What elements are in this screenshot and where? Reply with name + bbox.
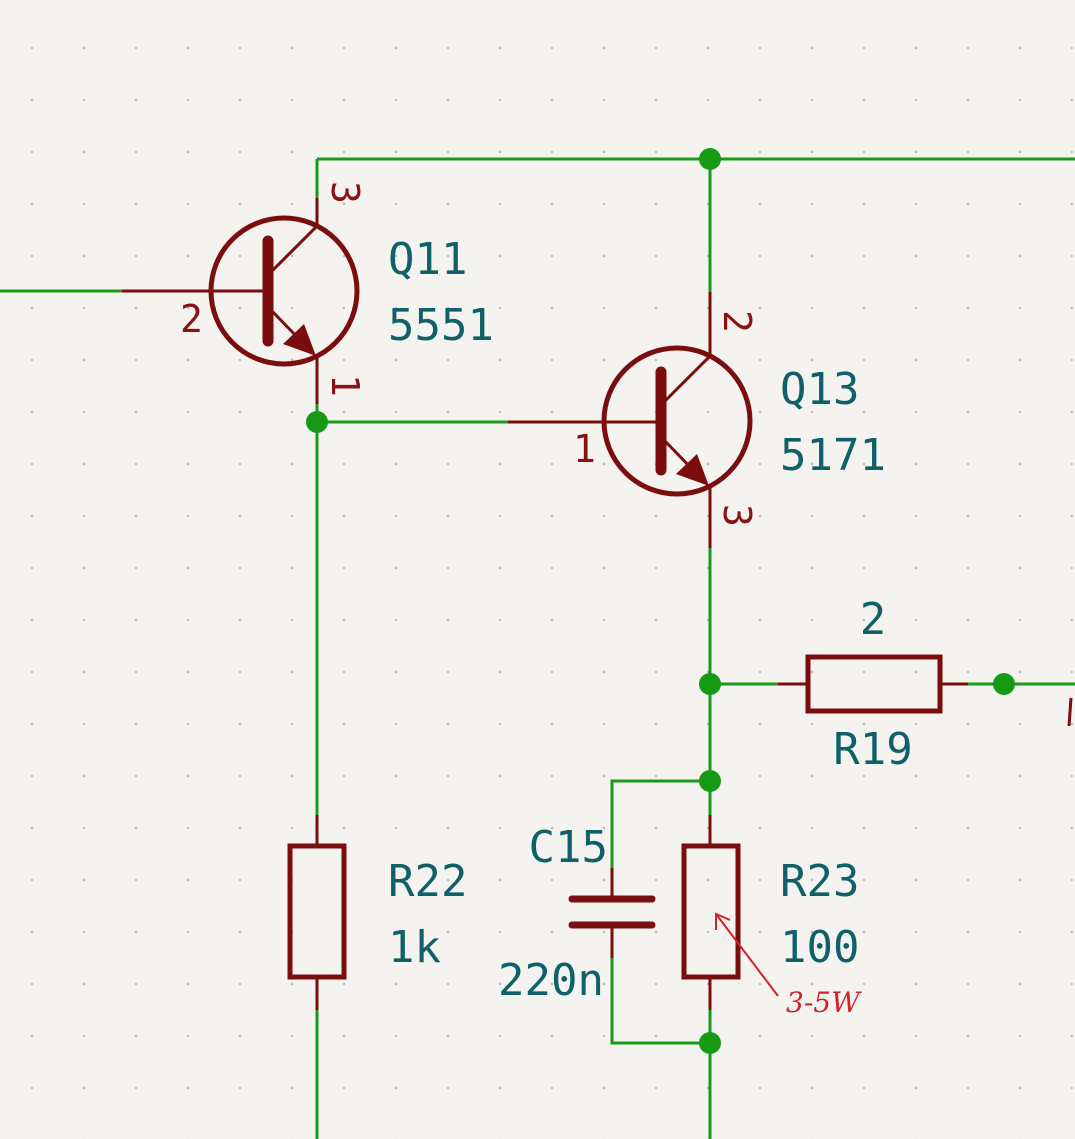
wire-c15-top <box>610 779 710 868</box>
r23-annotation: 3-5W <box>786 986 862 1019</box>
q11-value: 5551 <box>388 300 494 351</box>
q11-pin-base: 2 <box>180 297 203 341</box>
r19-value: 2 <box>860 594 887 645</box>
q13-pin-base: 1 <box>573 427 596 471</box>
q13-pin-emitter: 3 <box>715 504 759 527</box>
q11-reference: Q11 <box>388 234 467 285</box>
q13-value: 5171 <box>780 430 886 481</box>
r23-annotation-arrow <box>715 912 779 997</box>
r19-reference: R19 <box>833 724 912 775</box>
junction-r19-left <box>699 673 721 695</box>
c15-reference: C15 <box>529 822 608 873</box>
q13-collector-lead <box>662 292 712 404</box>
q11-emitter-arrow <box>283 324 316 356</box>
resistor-r23 <box>681 815 741 1010</box>
r23-value: 100 <box>780 922 859 973</box>
q13-reference: Q13 <box>780 364 859 415</box>
wires <box>0 157 1075 1139</box>
junction-q11-emitter <box>306 411 328 433</box>
q11-pin-collector: 3 <box>323 181 367 204</box>
r23-body <box>681 843 741 980</box>
resistor-r19 <box>778 654 968 714</box>
wire-c15-bottom <box>610 958 710 1045</box>
junction-r23-bottom <box>699 1032 721 1054</box>
annotation-arrow-head <box>715 912 731 930</box>
junction-top-rail <box>699 148 721 170</box>
q13-pin-collector: 2 <box>715 310 759 333</box>
r22-value: 1k <box>388 922 441 973</box>
junction-r23-top <box>699 770 721 792</box>
junctions <box>306 148 1015 1054</box>
q11-collector-lead <box>269 198 319 274</box>
c15-value: 220n <box>498 955 604 1006</box>
resistor-r22 <box>287 815 347 1010</box>
q11-pin-emitter: 1 <box>323 374 367 397</box>
transistor-q13 <box>508 292 753 548</box>
r22-reference: R22 <box>388 856 467 907</box>
offscreen-symbol-fragment <box>1067 697 1073 727</box>
r22-body <box>287 843 347 980</box>
r19-body <box>805 654 943 714</box>
annotation-arrow-line <box>715 913 779 997</box>
transistor-q11 <box>122 198 360 404</box>
capacitor-c15 <box>568 868 656 958</box>
junction-r19-right <box>993 673 1015 695</box>
r23-reference: R23 <box>780 856 859 907</box>
q13-emitter-arrow <box>676 454 709 486</box>
